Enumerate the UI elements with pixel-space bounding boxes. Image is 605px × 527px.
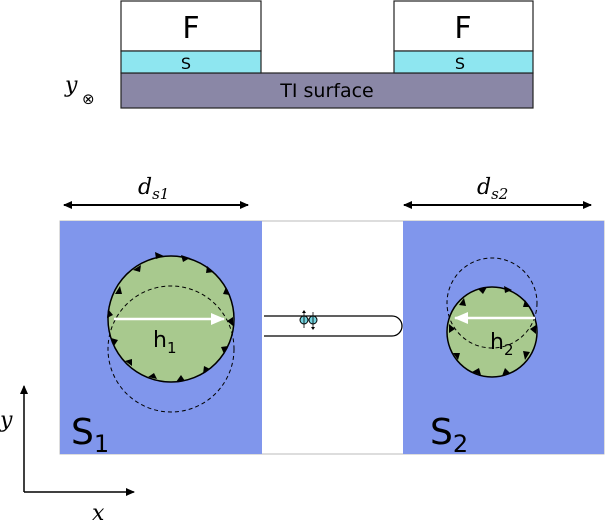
left-ferromagnet-label: F (182, 11, 199, 46)
left-field-label: h1 (153, 328, 177, 357)
right-superconductor-layer (393, 50, 534, 74)
left-region-label: S1 (71, 412, 109, 458)
plan-view: ds1 ds2 h1 S1 (0, 175, 605, 526)
right-width-label: ds2 (477, 175, 508, 203)
x-axis-label: x (92, 501, 105, 526)
cross-section: TI surface F S F S y ⊗ (64, 0, 534, 109)
y-axis-label: y (0, 408, 13, 433)
y-axis-label-top: y (64, 73, 78, 98)
left-width-label: ds1 (138, 175, 169, 203)
right-circulation-arrows (449, 286, 536, 376)
left-superconductor-label: S (181, 54, 191, 73)
right-region-label: S2 (430, 412, 468, 458)
right-ferromagnet-layer (393, 0, 534, 52)
left-shifted-dashed-circle (107, 285, 235, 413)
left-superconductor-layer (120, 50, 262, 74)
spin-pair-icon (299, 310, 318, 330)
right-ferromagnet-label: F (454, 11, 471, 46)
right-field-disc (446, 286, 538, 378)
channel-tube (264, 315, 403, 337)
left-ferromagnet-layer (120, 0, 262, 52)
ti-surface-layer (120, 72, 534, 109)
into-page-icon: ⊗ (82, 90, 95, 108)
right-field-label: h2 (490, 330, 514, 359)
ti-surface-label: TI surface (279, 80, 373, 102)
right-superconductor-label: S (455, 54, 465, 73)
left-circulation-arrows (107, 252, 233, 382)
right-shifted-dashed-circle (446, 257, 538, 349)
